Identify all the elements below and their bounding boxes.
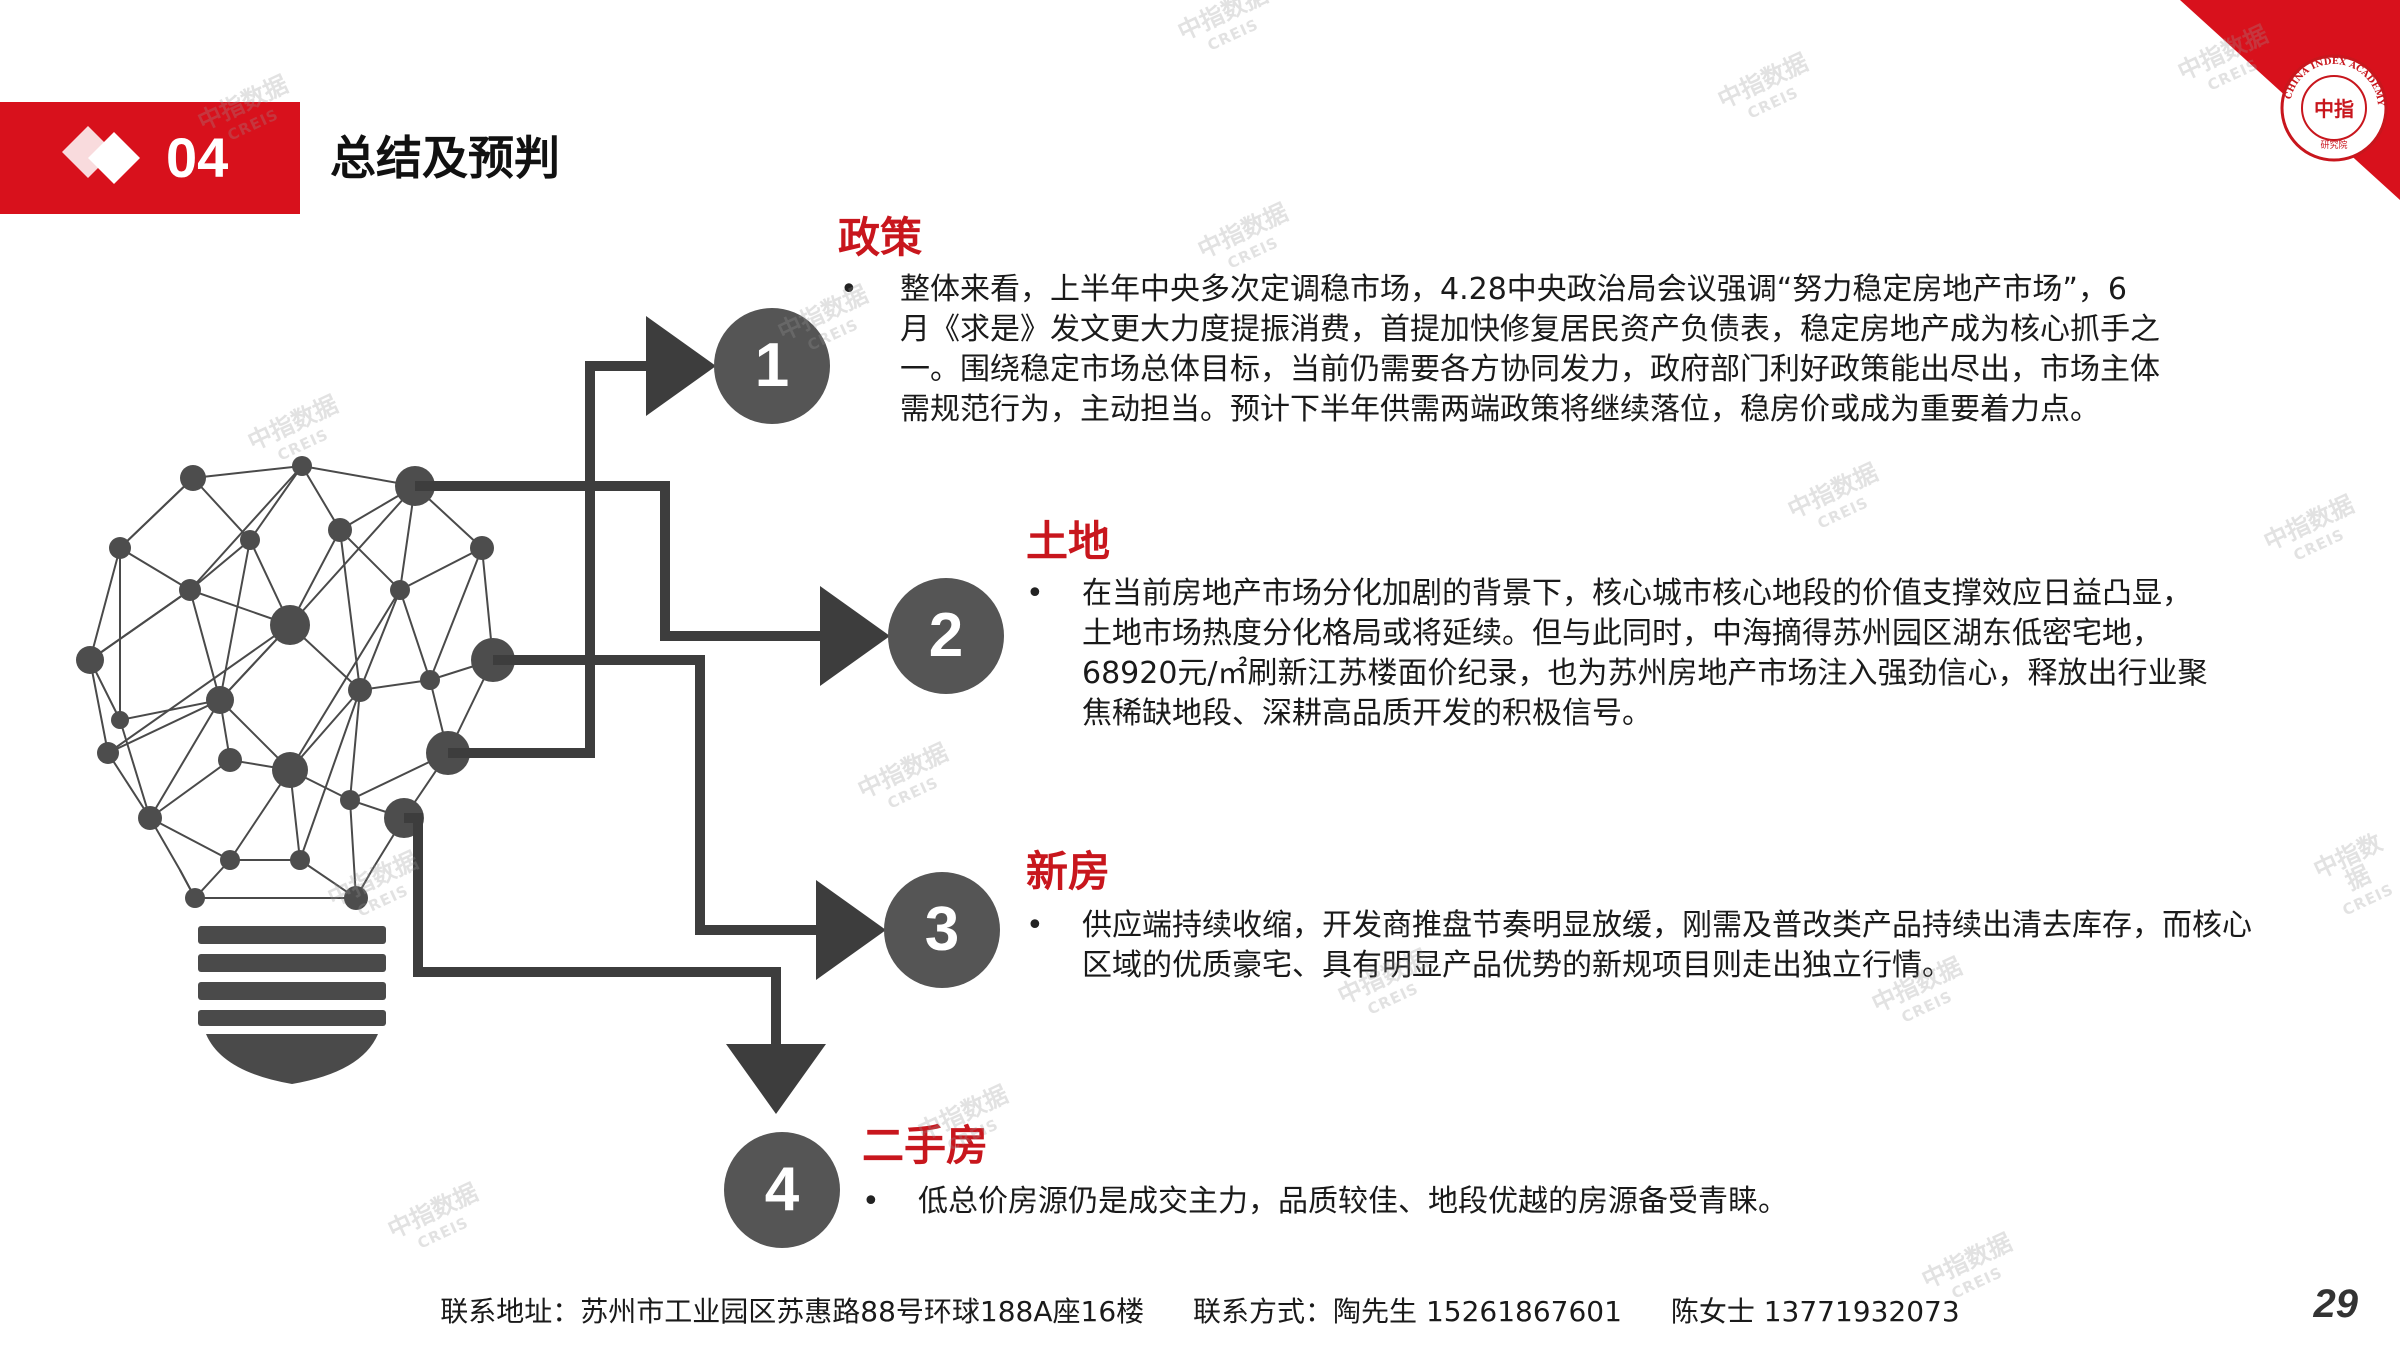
topic-bullet: • [840,272,858,307]
topic-title-land: 土地 [1026,517,1111,566]
text-line: 土地市场热度分化格局或将延续。但与此同时，中海摘得苏州园区湖东低密宅地， [1082,616,2162,651]
topic-title-new-homes: 新房 [1026,847,1111,896]
text-line: 低总价房源仍是成交主力，品质较佳、地段优越的房源备受青睐。 [918,1184,1788,1219]
step-number-3: 3 [924,895,960,964]
step-number-2: 2 [928,601,964,670]
step-number-1: 1 [754,331,790,400]
seal-center-text: 中指 [2314,97,2354,121]
academy-seal-icon: CHINA INDEX ACADEMY 中指 研究院 [2180,0,2400,200]
lightbulb-network-icon [76,456,515,1084]
topic-text-resale: 低总价房源仍是成交主力，品质较佳、地段优越的房源备受青睐。 [918,1182,2118,1222]
text-line: 焦稀缺地段、深耕高品质开发的积极信号。 [1082,696,1652,731]
footer-contact-2: 陈女士 13771932073 [1670,1295,1960,1328]
section-tab: 04 [0,102,300,214]
page-title: 总结及预判 [330,131,560,185]
topic-bullet: • [862,1184,880,1219]
text-line: 整体来看，上半年中央多次定调稳市场，4.28中央政治局会议强调“努力稳定房地产市… [900,272,2127,307]
text-line: 区域的优质豪宅、具有明显产品优势的新规项目则走出独立行情。 [1082,948,1952,983]
text-line: 需规范行为，主动担当。预计下半年供需两端政策将继续落位，稳房价或成为重要着力点。 [900,392,2100,427]
topic-text-new-homes: 供应端持续收缩，开发商推盘节奏明显放缓，刚需及普改类产品持续出清去库存，而核心 … [1082,906,2372,986]
arrow-icon [404,316,890,1114]
page-number: 29 [2313,1282,2359,1326]
text-line: 供应端持续收缩，开发商推盘节奏明显放缓，刚需及普改类产品持续出清去库存，而核心 [1082,908,2252,943]
section-number: 04 [166,126,229,189]
text-line: 月《求是》发文更大力度提振消费，首提加快修复居民资产负债表，稳定房地产成为核心抓… [900,312,2160,347]
text-line: 68920元/㎡刷新江苏楼面价纪录，也为苏州房地产市场注入强劲信心，释放出行业聚 [1082,656,2208,691]
step-circles [714,308,1004,1248]
text-line: 在当前房地产市场分化加剧的背景下，核心城市核心地段的价值支撑效应日益凸显， [1082,576,2192,611]
footer-contact-1: 联系方式：陶先生 15261867601 [1193,1295,1622,1328]
text-line: 一。围绕稳定市场总体目标，当前仍需要各方协同发力，政府部门利好政策能出尽出，市场… [900,352,2160,387]
topic-text-land: 在当前房地产市场分化加剧的背景下，核心城市核心地段的价值支撑效应日益凸显， 土地… [1082,574,2332,734]
topic-title-resale: 二手房 [862,1121,989,1170]
seal-bottom-text: 研究院 [2320,139,2347,151]
topic-title-policy: 政策 [838,213,923,262]
footer-contact: 联系地址：苏州市工业园区苏惠路88号环球188A座16楼 联系方式：陶先生 15… [0,1294,2400,1330]
footer-address: 联系地址：苏州市工业园区苏惠路88号环球188A座16楼 [440,1295,1145,1328]
topic-bullet: • [1026,576,1044,611]
diamond-icon [62,126,140,184]
step-number-4: 4 [764,1155,800,1224]
topic-bullet: • [1026,908,1044,943]
topic-text-policy: 整体来看，上半年中央多次定调稳市场，4.28中央政治局会议强调“努力稳定房地产市… [900,270,2320,430]
